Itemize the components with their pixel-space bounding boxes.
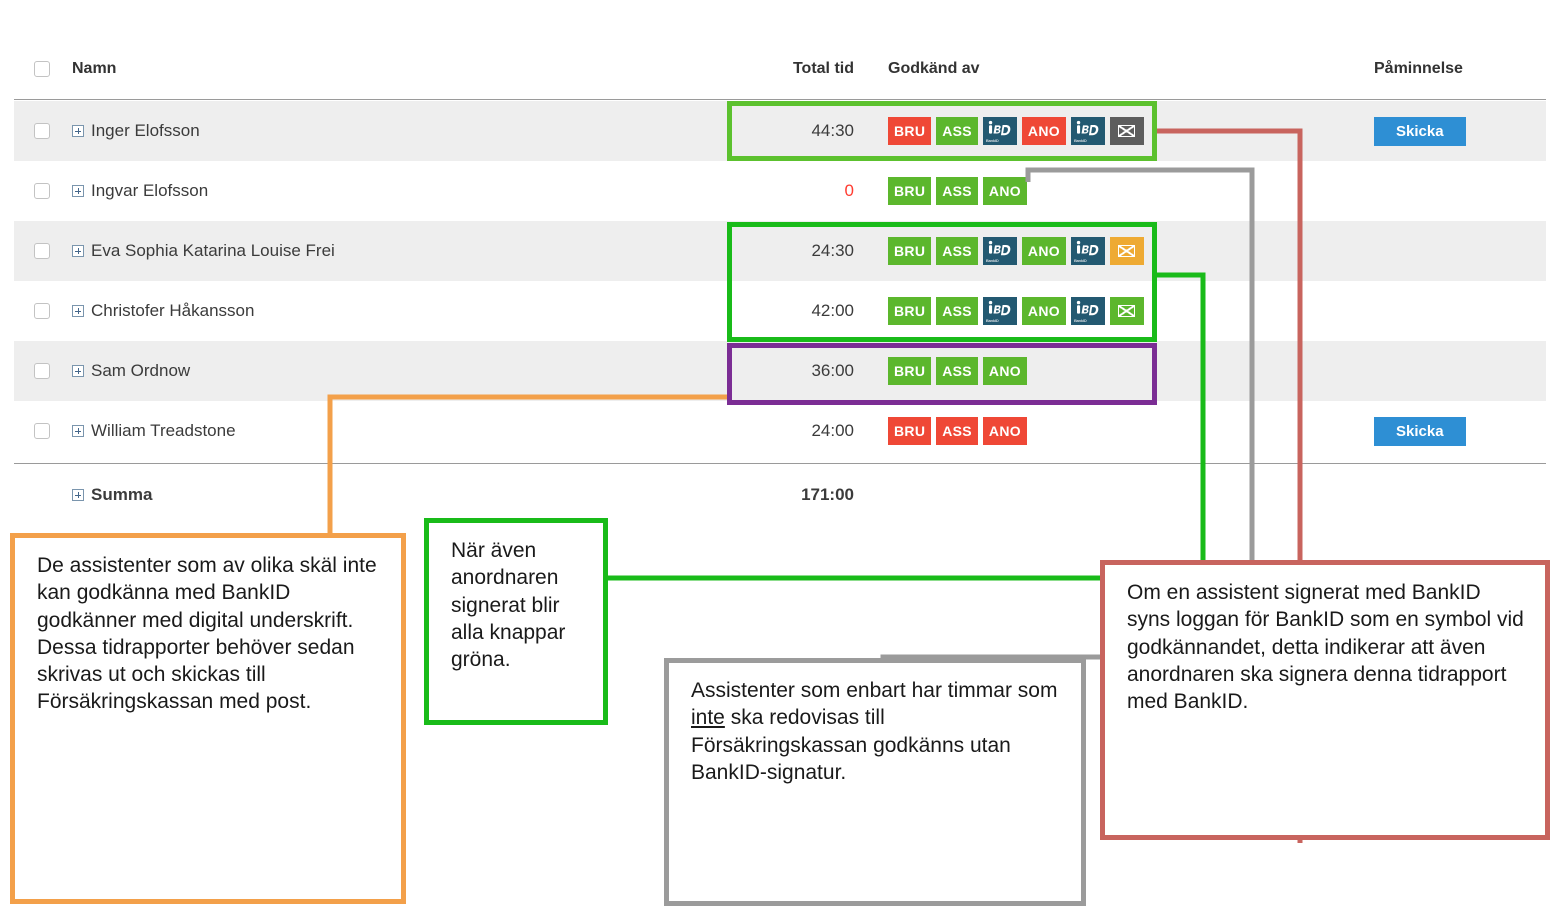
- summary-label: Summa: [72, 485, 752, 505]
- highlight-row-sam: [727, 343, 1157, 405]
- header-divider: [14, 99, 1546, 100]
- column-header-name: Namn: [72, 60, 117, 77]
- highlight-rows-eva-christofer: [727, 222, 1157, 342]
- expand-icon[interactable]: [72, 489, 84, 501]
- envelope-icon[interactable]: [1109, 117, 1144, 145]
- row-name-cell: Sam Ordnow: [72, 361, 752, 381]
- total-time-value: 24:30: [811, 241, 854, 260]
- row-checkbox[interactable]: [34, 243, 50, 259]
- column-header-approved-by: Godkänd av: [888, 60, 980, 77]
- expand-icon[interactable]: [72, 365, 84, 377]
- approval-badge-ass[interactable]: ASS: [936, 117, 978, 145]
- row-checkbox[interactable]: [34, 303, 50, 319]
- row-name-cell: Ingvar Elofsson: [72, 181, 752, 201]
- reminder-cell: Skicka: [1342, 416, 1546, 446]
- select-all-checkbox[interactable]: [34, 61, 50, 77]
- summary-total-time: 171:00: [801, 485, 854, 504]
- annotation-grey-text-after: ska redovisas till Försäkringskassan god…: [691, 706, 1011, 784]
- table-header-row: Namn Total tid Godkänd av Påminnelse: [14, 48, 1546, 90]
- row-checkbox[interactable]: [34, 123, 50, 139]
- approval-badge-ass[interactable]: ASS: [936, 177, 978, 205]
- assistant-name: Christofer Håkansson: [91, 301, 255, 320]
- row-select-cell: [14, 123, 72, 139]
- annotation-red: Om en assistent signerat med BankID syns…: [1100, 560, 1550, 840]
- envelope-glyph: [1118, 125, 1136, 137]
- annotation-grey-text-underline: inte: [691, 706, 725, 730]
- highlight-row-inger: [727, 101, 1157, 161]
- expand-icon[interactable]: [72, 305, 84, 317]
- expand-icon[interactable]: [72, 125, 84, 137]
- reminder-cell: Skicka: [1342, 116, 1546, 146]
- assistant-name: Inger Elofsson: [91, 121, 200, 140]
- expand-icon[interactable]: [72, 245, 84, 257]
- row-select-cell: [14, 243, 72, 259]
- total-time-value: 44:30: [811, 121, 854, 140]
- row-checkbox[interactable]: [34, 423, 50, 439]
- annotation-green-text: När även anordnaren signerat blir alla k…: [451, 539, 566, 672]
- summary-row: Summa 171:00: [14, 465, 1546, 525]
- select-all-cell: [14, 61, 72, 77]
- expand-icon[interactable]: [72, 185, 84, 197]
- assistant-name: Ingvar Elofsson: [91, 181, 209, 200]
- approval-badge-ano[interactable]: ANO: [982, 417, 1027, 445]
- annotation-orange-text: De assistenter som av olika skäl inte ka…: [37, 554, 377, 714]
- annotation-orange: De assistenter som av olika skäl inte ka…: [10, 533, 406, 904]
- row-select-cell: [14, 303, 72, 319]
- annotation-grey-text-before: Assistenter som enbart har timmar som: [691, 679, 1058, 702]
- bankid-icon[interactable]: BankID: [1070, 117, 1105, 145]
- column-header-total-time: Total tid: [792, 60, 854, 77]
- row-name-cell: Eva Sophia Katarina Louise Frei: [72, 241, 752, 261]
- row-name-cell: Christofer Håkansson: [72, 301, 752, 321]
- approval-badge-ano[interactable]: ANO: [982, 177, 1027, 205]
- row-select-cell: [14, 183, 72, 199]
- row-select-cell: [14, 363, 72, 379]
- approval-badge-ass[interactable]: ASS: [936, 417, 978, 445]
- send-reminder-button[interactable]: Skicka: [1374, 116, 1466, 146]
- assistant-name: Sam Ordnow: [91, 361, 191, 380]
- annotation-grey: Assistenter som enbart har timmar som in…: [664, 658, 1086, 906]
- approval-badge-ano[interactable]: ANO: [1021, 117, 1066, 145]
- approval-badge-bru[interactable]: BRU: [888, 417, 932, 445]
- approval-badge-bru[interactable]: BRU: [888, 177, 932, 205]
- summary-divider: [14, 463, 1546, 464]
- row-name-cell: William Treadstone: [72, 421, 752, 441]
- bankid-icon[interactable]: BankID: [982, 117, 1017, 145]
- row-name-cell: Inger Elofsson: [72, 121, 752, 141]
- row-select-cell: [14, 423, 72, 439]
- expand-icon[interactable]: [72, 425, 84, 437]
- summary-name: Summa: [91, 485, 153, 504]
- column-header-reminder: Påminnelse: [1374, 60, 1463, 77]
- row-checkbox[interactable]: [34, 183, 50, 199]
- annotation-green: När även anordnaren signerat blir alla k…: [424, 518, 608, 725]
- send-reminder-button[interactable]: Skicka: [1374, 416, 1466, 446]
- assistant-name: Eva Sophia Katarina Louise Frei: [91, 241, 335, 260]
- row-checkbox[interactable]: [34, 363, 50, 379]
- assistant-name: William Treadstone: [91, 421, 236, 440]
- total-time-value: 0: [844, 181, 854, 200]
- annotation-red-text: Om en assistent signerat med BankID syns…: [1127, 581, 1524, 714]
- total-time-value: 24:00: [811, 421, 854, 440]
- approval-badge-bru[interactable]: BRU: [888, 117, 932, 145]
